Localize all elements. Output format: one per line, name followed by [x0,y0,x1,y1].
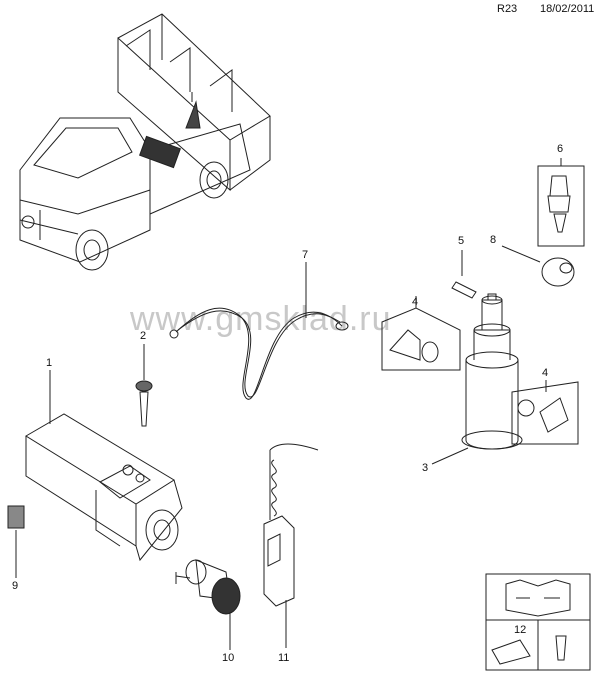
part-4-bracket-right [511,380,579,445]
part-5-pin [451,250,477,299]
part-9-block [7,505,25,578]
part-7-cable [169,262,349,400]
callout-9: 9 [12,580,19,592]
callout-6: 6 [557,143,564,155]
part-3-cylinder [431,293,523,465]
part-11-switch [263,443,319,648]
part-6-valve [537,158,585,247]
part-8-cap [501,245,575,287]
diagram-date: 18/02/2011 [540,3,595,15]
callout-10: 10 [222,652,235,664]
callout-4-left: 4 [412,296,419,308]
part-4-bracket-left [381,296,461,371]
part-10-motor [175,559,241,650]
callout-12: 12 [514,624,527,636]
watermark: www.gmsklad.ru [130,300,392,338]
callout-4-right: 4 [542,367,549,379]
truck-illustration [19,13,271,271]
part-12-reference-box [485,573,591,671]
diagram-code: R23 [497,3,518,15]
callout-5: 5 [458,235,465,247]
callout-11: 11 [278,652,290,664]
callout-1: 1 [46,357,53,369]
callout-3: 3 [422,462,429,474]
callout-2: 2 [140,330,147,342]
callout-7: 7 [302,249,309,261]
callout-8: 8 [490,234,497,246]
part-2-grommet [135,344,153,427]
part-1-pump-unit [25,370,183,562]
